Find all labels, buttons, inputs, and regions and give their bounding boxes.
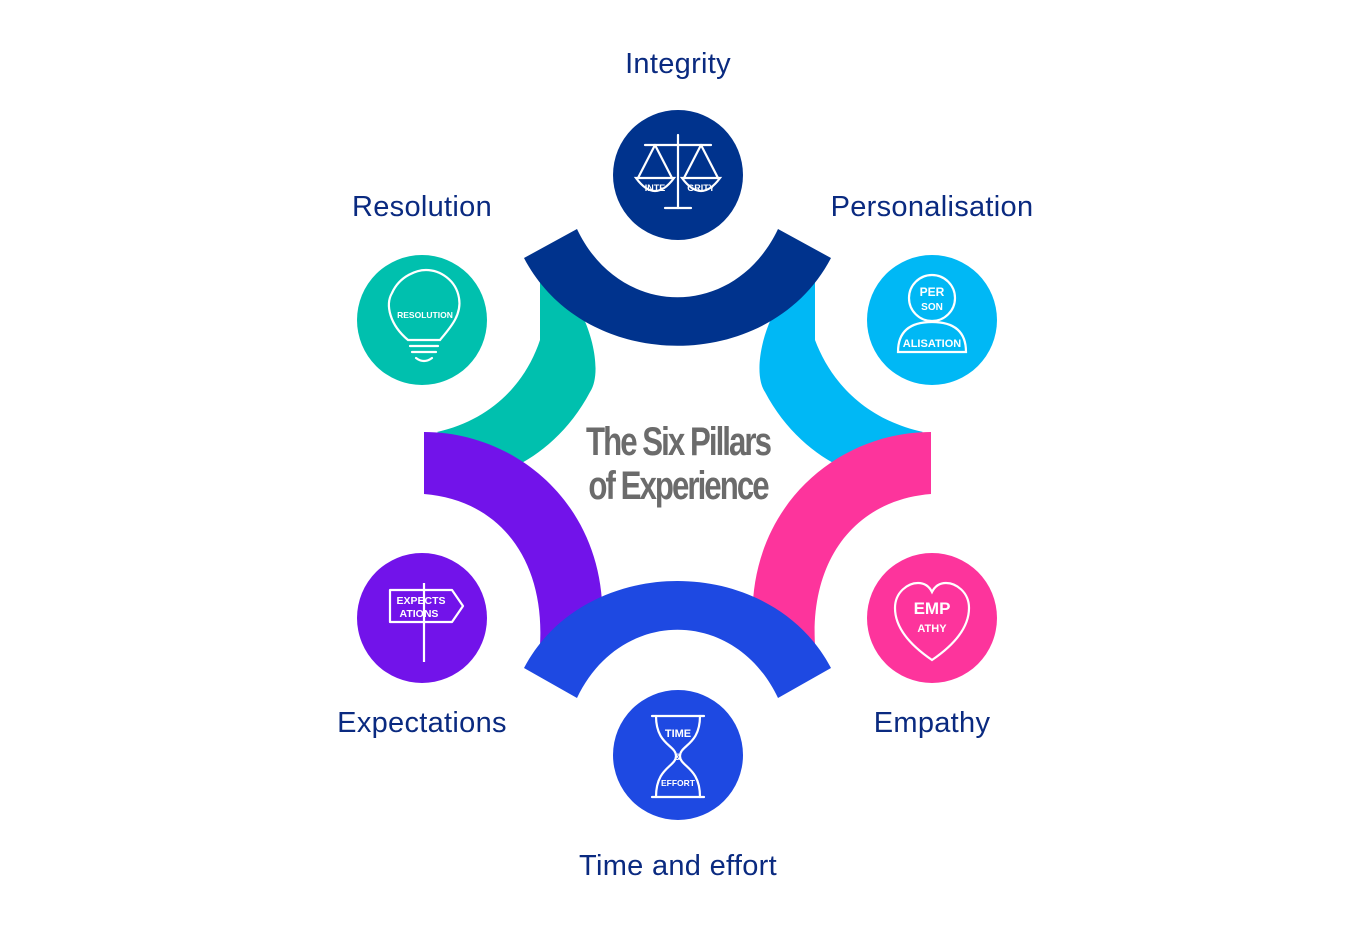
personalisation-pillar: PER SON ALISATION: [867, 255, 997, 385]
personalisation-arc: [759, 262, 923, 468]
integrity-label: Integrity: [625, 48, 731, 80]
empathy-circle: [867, 553, 997, 683]
empathy-icon-text-top: EMP: [914, 599, 951, 618]
resolution-label: Resolution: [351, 191, 493, 223]
resolution-pillar: RESOLUTION: [357, 255, 487, 385]
expectations-pillar: EXPECTS ATIONS: [357, 553, 487, 683]
hourglass-icon: [650, 714, 706, 799]
resolution-icon-text: RESOLUTION: [397, 310, 453, 320]
resolution-circle: [357, 255, 487, 385]
empathy-arc: [752, 432, 931, 645]
integrity-pillar: INTE GRITY: [613, 110, 743, 240]
time-and-effort-circle: [613, 690, 743, 820]
personalisation-icon-text-top: PER: [920, 285, 945, 299]
heart-icon: [893, 581, 971, 662]
expectations-arc: [424, 432, 603, 645]
ring-arcs: [424, 229, 931, 698]
empathy-icon-text-bottom: ATHY: [917, 623, 947, 635]
person-icon: [896, 273, 968, 354]
time-and-effort-arc: [524, 581, 831, 698]
personalisation-icon-text-mid: SON: [921, 302, 943, 313]
integrity-icon-text-left: INTE: [645, 183, 666, 193]
integrity-icon-text-right: GRITY: [687, 183, 715, 193]
personalisation-icon-text-bottom: ALISATION: [903, 338, 962, 350]
expectations-icon-text-top: EXPECTS: [396, 595, 445, 607]
expectations-circle: [357, 553, 487, 683]
title-line-2: of Experience: [588, 464, 769, 508]
diagram-title: The Six Pillars of Experience: [560, 420, 796, 508]
time-and-effort-label: Time and effort: [579, 850, 777, 882]
resolution-arc: [437, 262, 596, 468]
time-icon-text-bottom: EFFORT: [661, 778, 696, 788]
time-icon-text-mid: &: [675, 752, 682, 762]
lightbulb-icon: [387, 268, 461, 363]
personalisation-label: Personalisation: [830, 191, 1034, 223]
expectations-icon-text-bottom: ATIONS: [400, 608, 439, 620]
title-line-1: The Six Pillars: [585, 420, 772, 464]
expectations-label: Expectations: [337, 707, 507, 739]
time-and-effort-pillar: TIME & EFFORT: [613, 690, 743, 820]
empathy-label: Empathy: [873, 707, 991, 739]
empathy-pillar: EMP ATHY: [867, 553, 997, 683]
integrity-arc: [524, 229, 831, 346]
scales-icon: [633, 133, 723, 210]
time-icon-text-top: TIME: [665, 728, 691, 740]
signpost-icon: [388, 583, 465, 662]
